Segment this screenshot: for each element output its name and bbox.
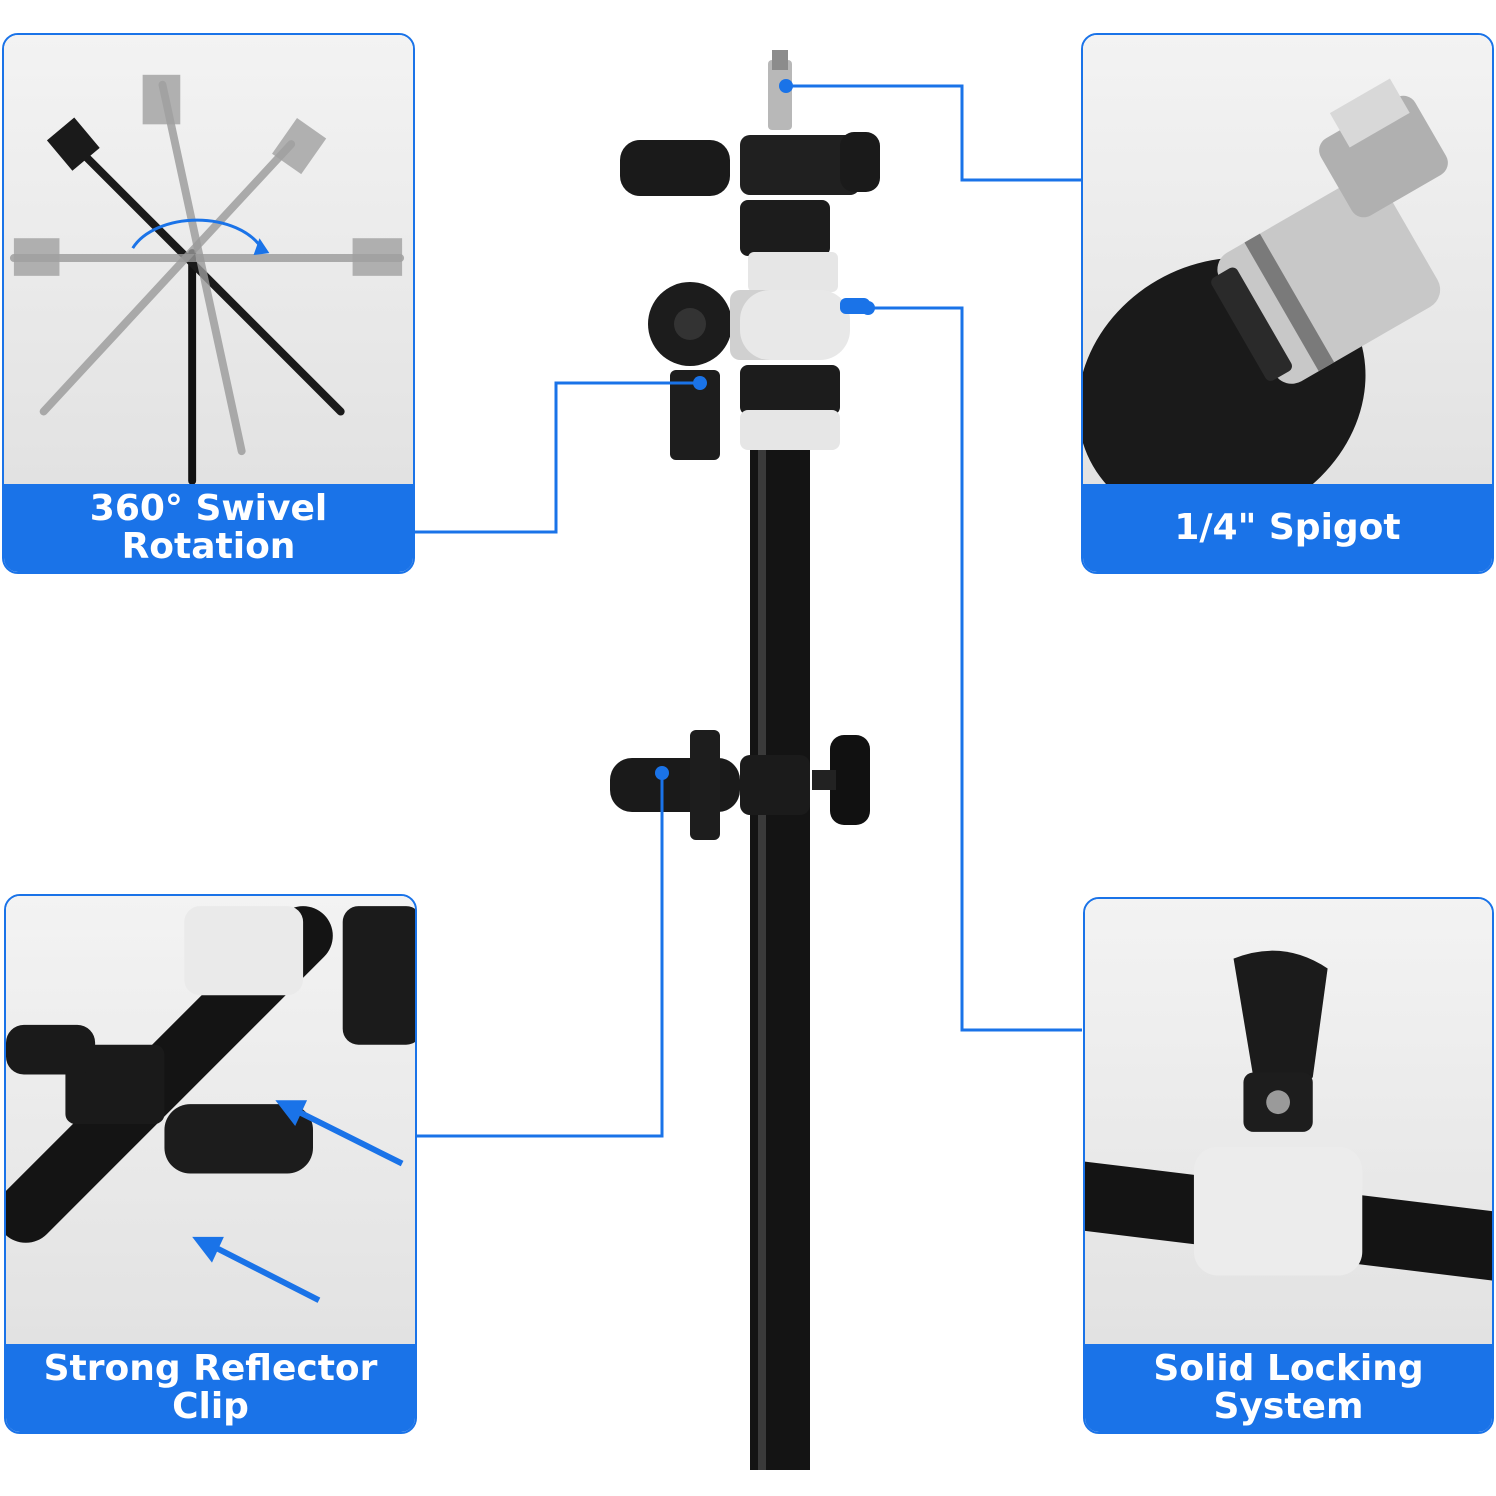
spigot-panel: 1/4" Spigot — [1081, 33, 1494, 574]
light-stand-image — [610, 50, 880, 1470]
swivel-arrow-icon — [131, 218, 263, 249]
spigot-caption: 1/4" Spigot — [1083, 484, 1492, 572]
spigot-photo — [1083, 35, 1492, 484]
arrow-icon — [192, 1100, 404, 1303]
locking-system-panel: Solid Locking System — [1083, 897, 1494, 1434]
locking-system-photo — [1085, 899, 1492, 1344]
reflector-clip-panel: Strong Reflector Clip — [4, 894, 417, 1434]
locking-system-caption-line1: Solid Locking — [1153, 1348, 1424, 1389]
swivel-rotation-panel: 360° Swivel Rotation — [2, 33, 415, 574]
reflector-clip — [610, 758, 740, 812]
white-clamp-top — [748, 252, 838, 292]
reflector-clip-photo — [6, 896, 415, 1344]
locking-handle — [670, 370, 720, 460]
swivel-rotation-photo — [4, 35, 413, 484]
reflector-clip-caption: Strong Reflector Clip — [6, 1344, 415, 1432]
locking-system-caption-line2: System — [1213, 1386, 1364, 1427]
locking-system-caption: Solid Locking System — [1085, 1344, 1492, 1432]
spigot — [768, 60, 792, 130]
swivel-rotation-caption: 360° Swivel Rotation — [4, 484, 413, 572]
